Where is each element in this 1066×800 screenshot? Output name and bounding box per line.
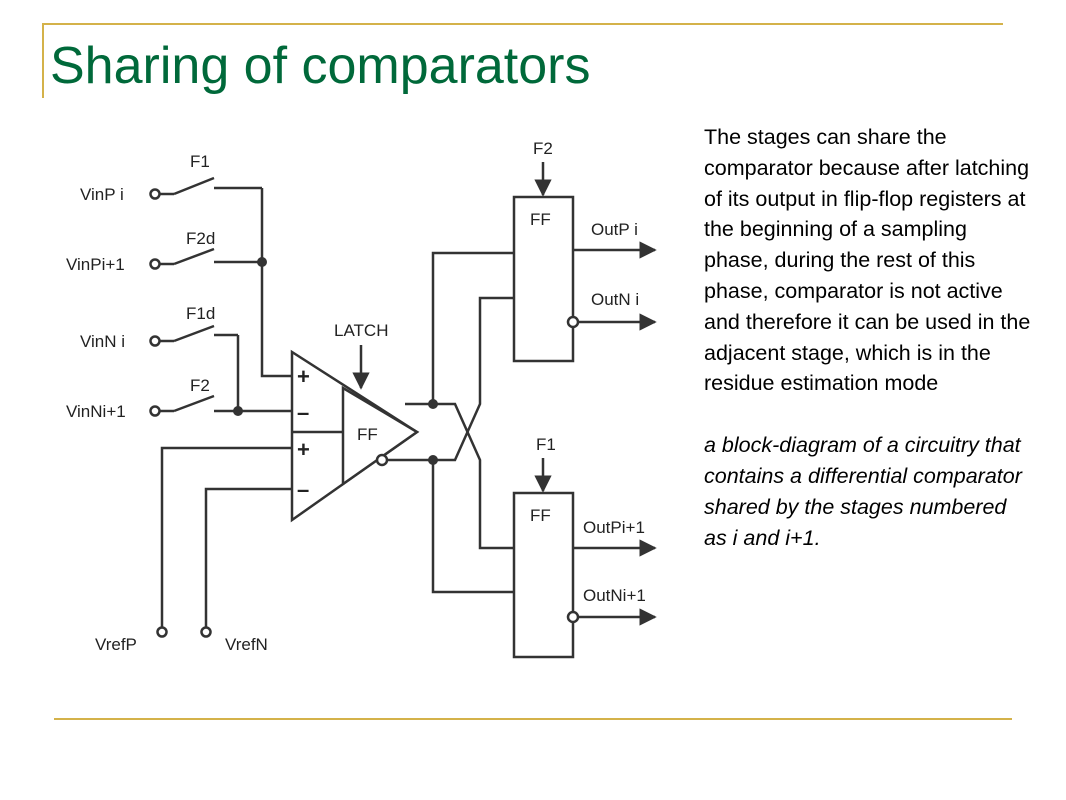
sign-minus-top: – [297, 400, 309, 425]
label-vinp-i1: VinPi+1 [66, 255, 125, 274]
label-outn-i: OutN i [591, 290, 639, 309]
vinp-i-terminal [149, 188, 161, 200]
label-switch-f2: F2 [190, 376, 210, 395]
label-switch-f2d: F2d [186, 229, 215, 248]
caption-text: a block-diagram of a circuitry that cont… [704, 433, 1022, 550]
sign-plus-bottom: + [297, 437, 310, 462]
label-outp-i: OutP i [591, 220, 638, 239]
sign-minus-bottom: – [297, 477, 309, 502]
body-text: The stages can share the comparator beca… [704, 125, 1031, 396]
label-ff-top-clock: F2 [533, 139, 553, 158]
label-vinn-i: VinN i [80, 332, 125, 351]
label-ff-top: FF [530, 210, 551, 229]
slide-title: Sharing of comparators [50, 37, 591, 95]
label-ff-bottom-clock: F1 [536, 435, 556, 454]
ff-bottom-box [512, 491, 575, 659]
label-latch: LATCH [334, 321, 388, 340]
label-vinp-i: VinP i [80, 185, 124, 204]
ff-top-box [512, 195, 575, 363]
label-ff-bottom: FF [530, 506, 551, 525]
text-column: The stages can share the comparator beca… [704, 122, 1034, 553]
label-vrefp: VrefP [95, 635, 137, 654]
junction-dot [233, 406, 243, 416]
left-rule [42, 23, 44, 98]
junction-dot [428, 455, 438, 465]
sign-plus-top: + [297, 364, 310, 389]
junction-dot [428, 399, 438, 409]
label-vinn-i1: VinNi+1 [66, 402, 126, 421]
comparator-block-diagram: VinP i VinPi+1 VinN i VinNi+1 F1 F2d F1d… [66, 139, 657, 659]
label-switch-f1d: F1d [186, 304, 215, 323]
vrefp-terminal [156, 626, 168, 638]
vinp-i1-terminal [149, 258, 161, 270]
label-outp-i1: OutPi+1 [583, 518, 645, 537]
label-comparator-ff: FF [357, 425, 378, 444]
label-outn-i1: OutNi+1 [583, 586, 646, 605]
bottom-rule [54, 718, 1012, 720]
vinn-i1-terminal [149, 405, 161, 417]
vinn-i-terminal [149, 335, 161, 347]
vrefn-terminal [200, 626, 212, 638]
top-rule [42, 23, 1003, 25]
label-vrefn: VrefN [225, 635, 268, 654]
label-switch-f1: F1 [190, 152, 210, 171]
comparator-ff-stage [341, 385, 420, 487]
junction-dot [257, 257, 267, 267]
